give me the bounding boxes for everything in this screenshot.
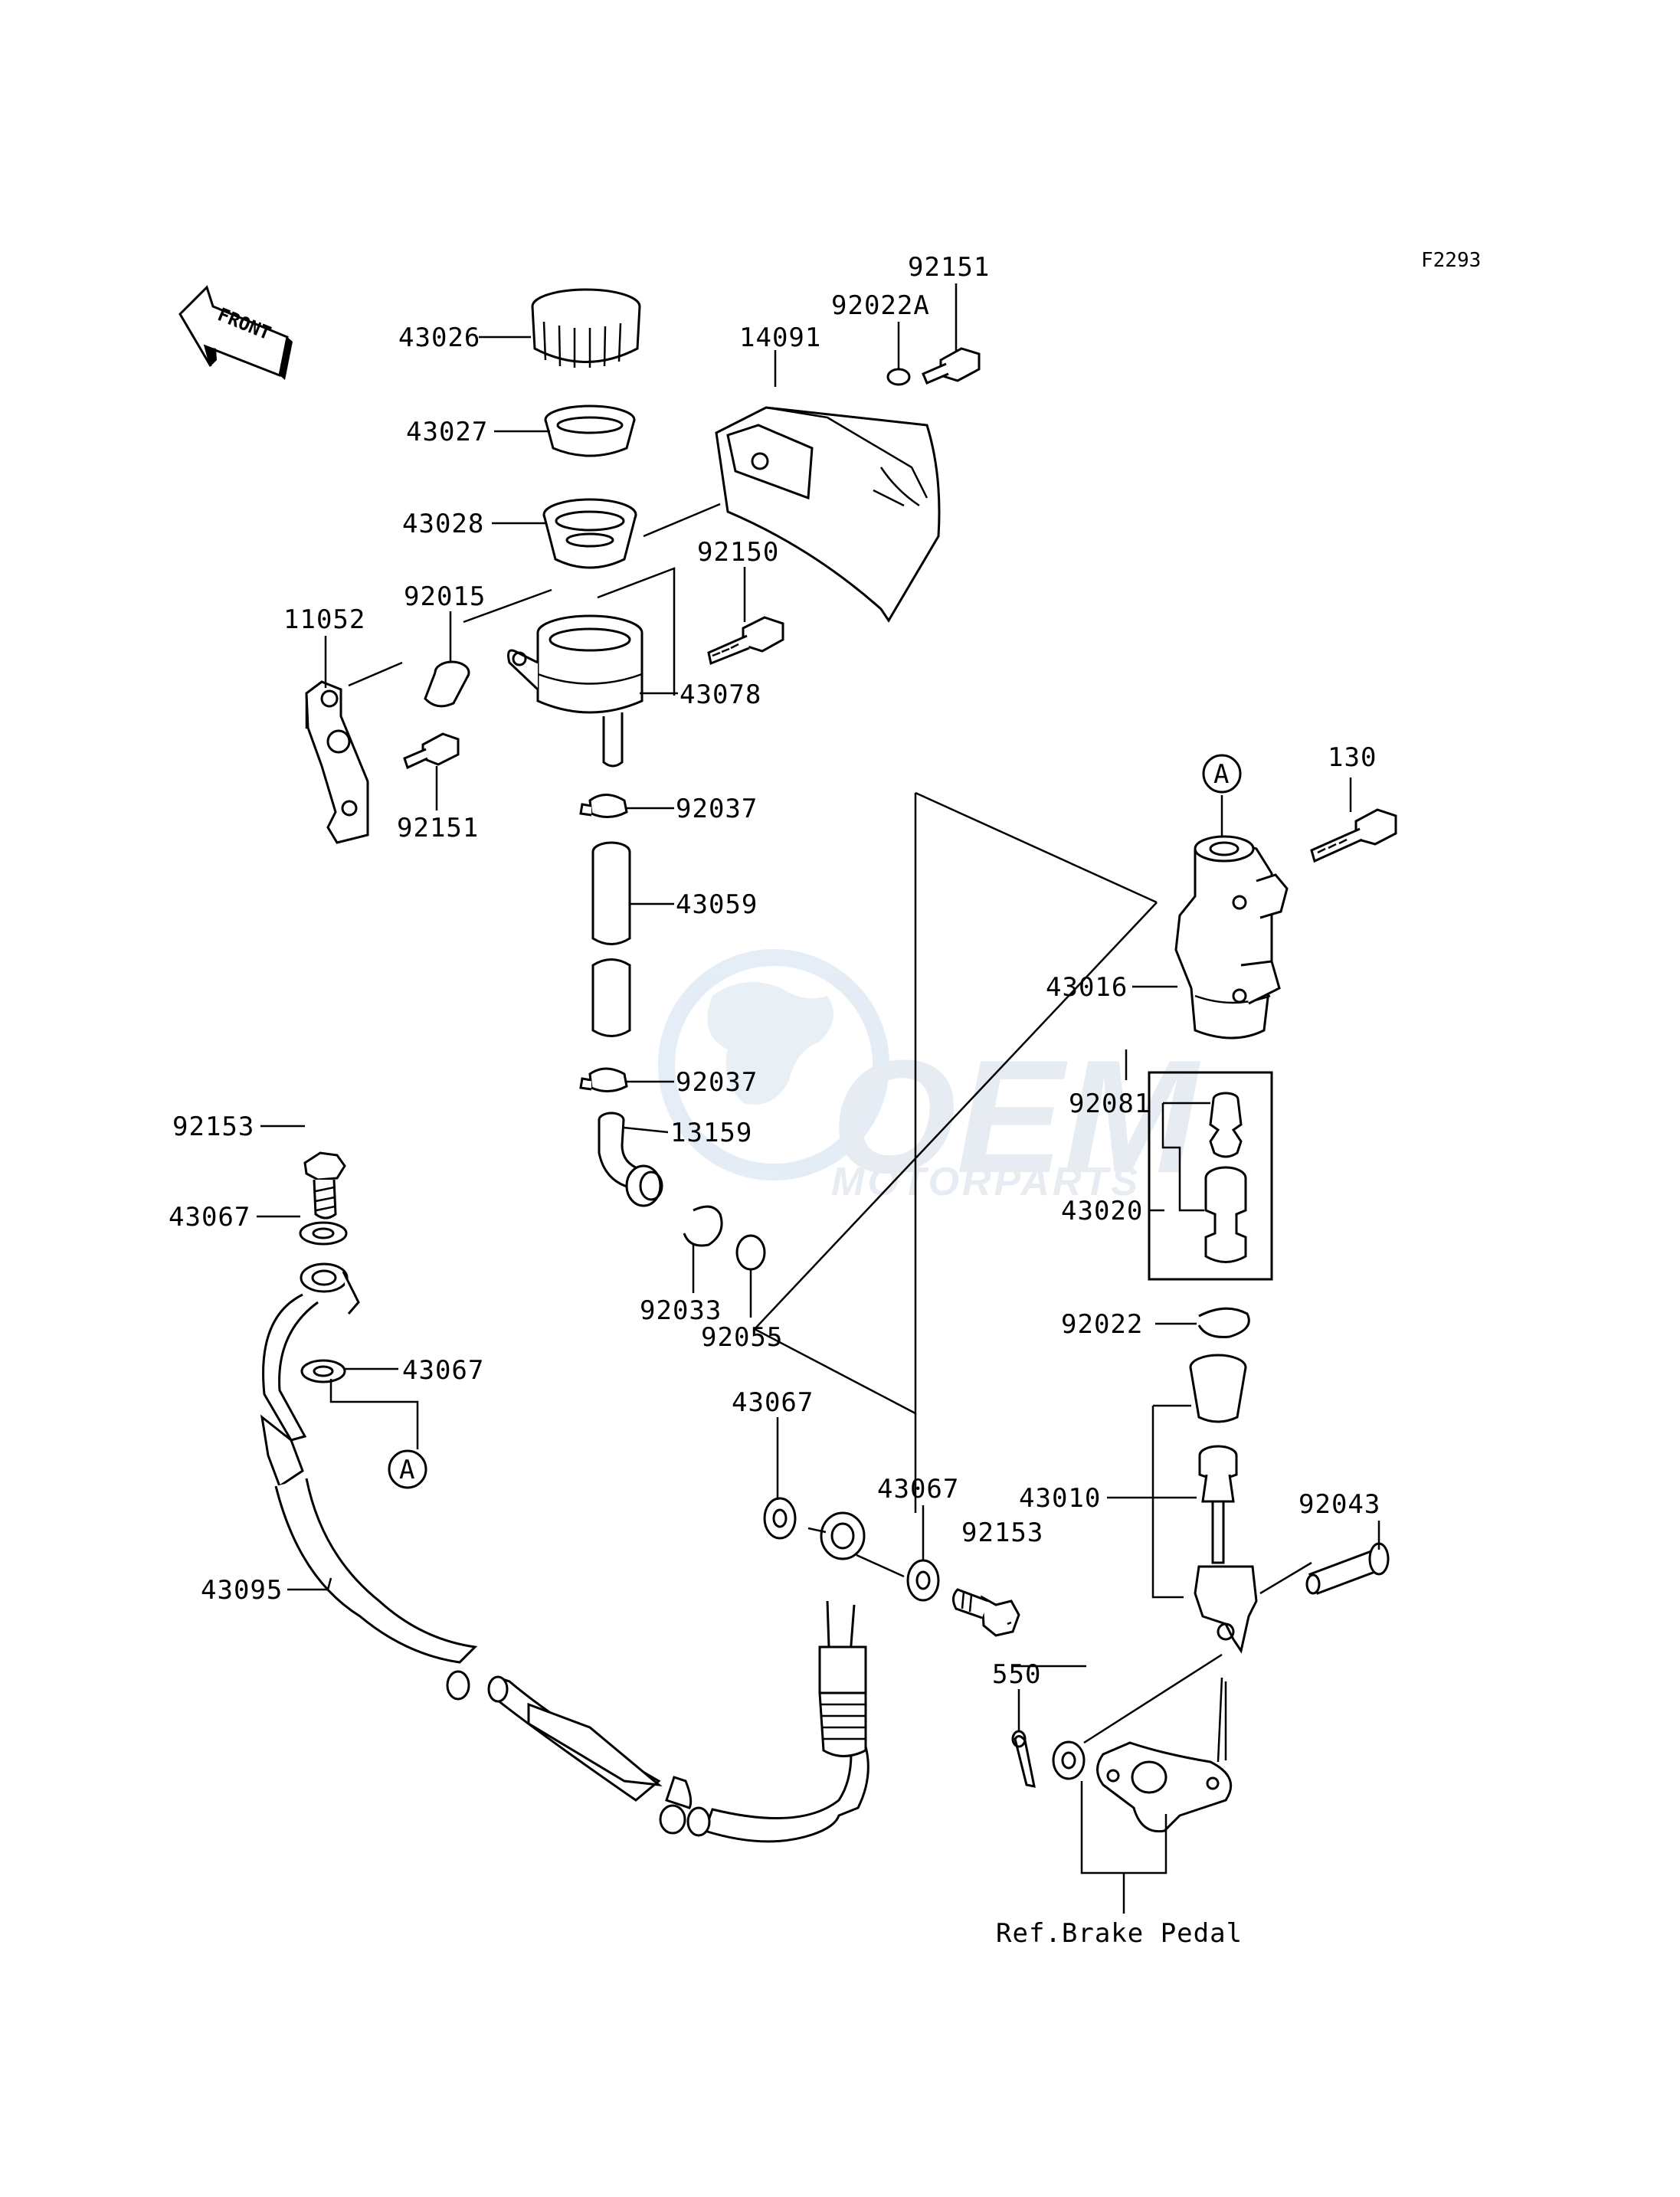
elbow-13159	[598, 1112, 663, 1207]
label-92153-left: 92153	[172, 1112, 254, 1142]
bolt-130	[1310, 808, 1397, 863]
label-92150: 92150	[697, 537, 779, 568]
pedal-washer	[1052, 1740, 1086, 1780]
collar-92015	[424, 660, 470, 708]
master-cylinder-43016	[1174, 835, 1289, 1040]
bolt-92151-left	[403, 732, 460, 770]
label-92037-bottom: 92037	[676, 1067, 758, 1098]
reservoir-cap-43026	[531, 288, 641, 368]
label-43067-d: 43067	[877, 1474, 959, 1505]
label-43020: 43020	[1061, 1196, 1143, 1226]
label-14091: 14091	[739, 323, 821, 353]
reference-marker-a-bottom: A	[388, 1449, 427, 1489]
kit-box-43020	[1148, 1071, 1273, 1281]
front-arrow-icon: FRONT	[178, 285, 293, 380]
push-rod-assembly-43010	[1189, 1354, 1258, 1654]
watermark-logo-text: OEM	[831, 1026, 1200, 1207]
brake-pedal-boss	[1096, 1741, 1233, 1833]
bracket-11052	[305, 680, 369, 844]
label-92033: 92033	[640, 1295, 722, 1326]
bolt-92150	[707, 616, 784, 666]
watermark-globe	[658, 949, 889, 1180]
hose-43059	[591, 841, 631, 1037]
washer-43067-b	[300, 1359, 346, 1383]
label-43067-c: 43067	[732, 1387, 814, 1418]
reference-marker-a-bottom-label: A	[399, 1455, 415, 1485]
o-ring-92055	[735, 1234, 766, 1271]
label-92015: 92015	[404, 581, 486, 612]
label-130: 130	[1328, 742, 1377, 773]
label-92151-left: 92151	[397, 813, 479, 843]
label-92153-right: 92153	[961, 1518, 1043, 1548]
pin-92043	[1305, 1542, 1390, 1595]
watermark-continents	[707, 982, 833, 1105]
label-43067-a: 43067	[169, 1202, 251, 1233]
label-92022: 92022	[1061, 1309, 1143, 1340]
bolt-92151-top	[922, 347, 981, 385]
clamp-92037-top	[579, 794, 628, 818]
label-43095: 43095	[201, 1575, 283, 1606]
leader-lines	[257, 283, 1380, 1914]
watermark-logo: OEM MOTORPARTS	[658, 949, 1200, 1207]
label-11052: 11052	[283, 604, 365, 635]
label-92043: 92043	[1298, 1489, 1380, 1520]
label-43027: 43027	[406, 417, 488, 447]
ref-brake-pedal-note: Ref.Brake Pedal	[996, 1918, 1243, 1949]
label-43067-b: 43067	[402, 1355, 484, 1386]
label-43010: 43010	[1019, 1483, 1101, 1514]
part-labels: 43026 43027 43028 14091 92022A 92151 921…	[169, 252, 1380, 1949]
diaphragm-plate-43027	[544, 404, 636, 457]
label-43059: 43059	[676, 889, 758, 920]
label-92055: 92055	[701, 1322, 783, 1353]
clamp-92037-bottom	[579, 1067, 628, 1092]
reference-marker-a-top-label: A	[1213, 759, 1230, 790]
label-43078: 43078	[680, 679, 761, 710]
banjo-bolt-92153-right	[952, 1588, 1020, 1637]
label-550: 550	[992, 1659, 1041, 1690]
label-43016: 43016	[1046, 972, 1128, 1003]
label-92037-top: 92037	[676, 794, 758, 824]
banjo-bolt-92153-left	[303, 1151, 346, 1220]
cotter-pin-550	[1011, 1730, 1036, 1788]
washer-43067-d	[906, 1559, 940, 1602]
label-92022A: 92022A	[831, 290, 930, 321]
reservoir-43078	[507, 614, 644, 768]
diaphragm-43028	[542, 498, 637, 569]
brake-hose-43095	[260, 1262, 869, 1843]
label-43028: 43028	[402, 509, 484, 539]
label-92151-top: 92151	[908, 252, 990, 283]
reservoir-cover-14091	[715, 406, 941, 623]
primary-cup-92081	[1209, 1092, 1243, 1158]
figure-id: F2293	[1421, 249, 1481, 272]
circlip-92022	[1197, 1307, 1250, 1338]
label-43026: 43026	[398, 323, 480, 353]
washer-92022A	[886, 368, 911, 386]
circlip-92033	[683, 1205, 723, 1247]
pedal-washer-hole	[1061, 1751, 1076, 1770]
reference-marker-a-top: A	[1202, 754, 1242, 794]
watermark-sub-text: MOTORPARTS	[831, 1160, 1141, 1204]
washer-43067-c	[763, 1497, 797, 1540]
label-13159: 13159	[670, 1118, 752, 1148]
washer-43067-a	[299, 1221, 348, 1246]
label-92081: 92081	[1069, 1089, 1151, 1119]
piston-43020	[1204, 1166, 1247, 1263]
